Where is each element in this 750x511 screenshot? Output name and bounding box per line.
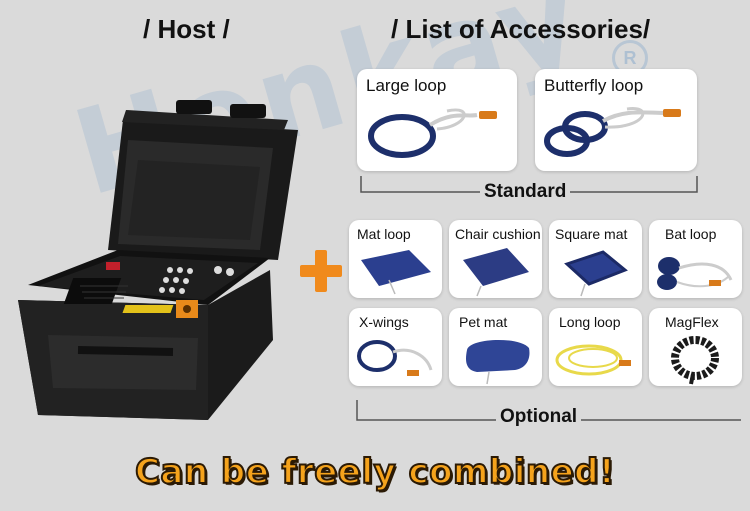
bat-loop-icon — [657, 257, 733, 290]
chair-cushion-icon — [463, 248, 529, 297]
plus-icon — [298, 248, 344, 294]
accessory-label: MagFlex — [665, 314, 719, 330]
large-loop-icon — [368, 108, 497, 158]
accessories-heading: / List of Accessories/ — [391, 14, 651, 44]
accessory-label: Bat loop — [665, 226, 717, 242]
accessory-label: Large loop — [366, 76, 447, 95]
accessory-card-pet-mat[interactable]: Pet mat — [449, 308, 542, 386]
mat-loop-icon — [361, 250, 431, 295]
long-loop-icon — [555, 344, 631, 376]
x-wings-icon — [357, 340, 433, 376]
accessory-label: Mat loop — [357, 226, 411, 242]
accessory-label: Long loop — [559, 314, 621, 330]
accessory-card-x-wings[interactable]: X-wings — [349, 308, 442, 386]
butterfly-loop-icon — [544, 107, 681, 157]
magflex-icon — [671, 336, 719, 385]
host-heading: / Host / — [143, 14, 230, 44]
accessory-card-square-mat[interactable]: Square mat — [549, 220, 642, 298]
accessory-card-bat-loop[interactable]: Bat loop — [649, 220, 742, 298]
optional-bracket — [356, 400, 741, 421]
optional-group-label: Optional — [496, 406, 582, 428]
accessory-card-mat-loop[interactable]: Mat loop — [349, 220, 442, 298]
standard-group-label: Standard — [480, 181, 571, 203]
accessory-label: Chair cushion — [455, 226, 541, 242]
accessory-card-large-loop[interactable]: Large loop — [357, 69, 517, 171]
accessory-card-long-loop[interactable]: Long loop — [549, 308, 642, 386]
accessory-card-butterfly-loop[interactable]: Butterfly loop — [535, 69, 697, 171]
accessory-label: Butterfly loop — [544, 76, 644, 95]
accessory-label: Pet mat — [459, 314, 508, 330]
accessory-label: Square mat — [555, 226, 628, 242]
accessory-label: X-wings — [359, 314, 409, 330]
combination-banner: Can be freely combined! — [134, 451, 616, 493]
pet-mat-icon — [466, 339, 530, 385]
host-device-image — [18, 100, 298, 420]
accessory-card-chair-cushion[interactable]: Chair cushion — [449, 220, 542, 298]
accessory-card-magflex[interactable]: MagFlex — [649, 308, 742, 386]
square-mat-icon — [564, 250, 628, 297]
